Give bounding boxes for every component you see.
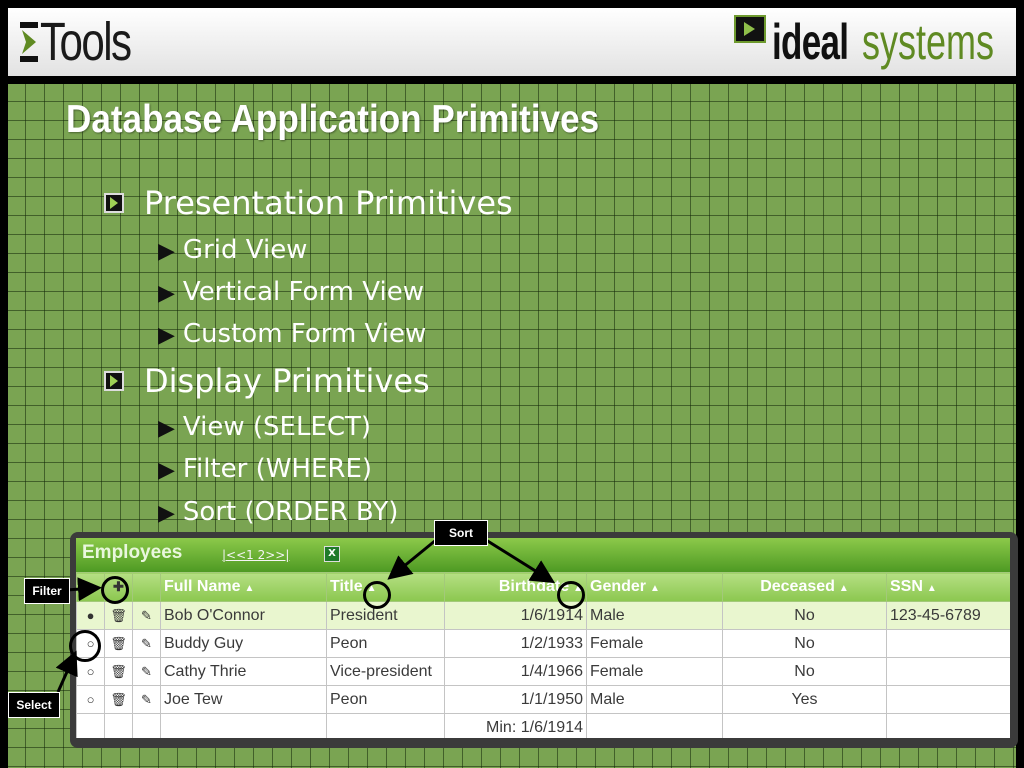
column-header-ssn[interactable]: SSN▲ (886, 572, 1010, 602)
bullet-view-select: ▶View (SELECT) (158, 412, 372, 442)
table-row[interactable]: ○ 🗑 ✎ Cathy Thrie Vice-president 1/4/196… (76, 657, 1010, 686)
column-header-deceased[interactable]: Deceased▲ (722, 572, 887, 602)
grid-title: Employees (82, 542, 183, 563)
table-row[interactable]: ● 🗑 ✎ Bob O'Connor President 1/6/1914 Ma… (76, 601, 1010, 630)
edit-pencil-icon[interactable]: ✎ (132, 629, 161, 658)
triangle-bullet-icon: ▶ (158, 416, 175, 441)
employees-table: ▼ ✚ Full Name▲ Title▲ Birthdate▲ Gender▲… (76, 572, 1010, 738)
cell-deceased: Yes (722, 685, 887, 714)
cell-full-name: Joe Tew (160, 685, 327, 714)
table-header-row: ▼ ✚ Full Name▲ Title▲ Birthdate▲ Gender▲… (76, 572, 1010, 602)
edit-pencil-icon[interactable]: ✎ (132, 657, 161, 686)
sort-asc-icon[interactable]: ▲ (926, 583, 937, 594)
cell-gender: Female (586, 629, 723, 658)
systems-logo-text: systems (862, 14, 995, 70)
table-footer-row: Min: 1/6/1914 (76, 713, 1010, 738)
cell-ssn (886, 629, 1010, 658)
delete-trash-icon[interactable]: 🗑 (104, 657, 133, 686)
cell-gender: Female (586, 657, 723, 686)
cell-gender: Male (586, 601, 723, 630)
triangle-bullet-icon: ▶ (158, 458, 175, 483)
sort-asc-icon[interactable]: ▲ (244, 583, 255, 594)
triangle-bullet-icon: ▶ (158, 239, 175, 264)
table-row[interactable]: ○ 🗑 ✎ Joe Tew Peon 1/1/1950 Male Yes (76, 685, 1010, 714)
cell-birthdate: 1/1/1950 (444, 685, 587, 714)
excel-export-icon[interactable]: X (324, 546, 340, 562)
cell-title: Vice-president (326, 657, 445, 686)
select-radio[interactable]: ● (76, 601, 105, 630)
slide-body: Database Application Primitives Presenta… (8, 84, 1018, 768)
cell-gender: Male (586, 685, 723, 714)
bullet-presentation-primitives: Presentation Primitives (104, 184, 513, 222)
cell-title: Peon (326, 629, 445, 658)
triangle-bullet-icon: ▶ (158, 323, 175, 348)
blank-column-header (132, 572, 161, 602)
delete-trash-icon[interactable]: 🗑 (104, 629, 133, 658)
cell-birthdate: 1/4/1966 (444, 657, 587, 686)
tools-logo-text: Tools (40, 12, 132, 72)
column-header-gender[interactable]: Gender▲ (586, 572, 723, 602)
edit-pencil-icon[interactable]: ✎ (132, 601, 161, 630)
cell-ssn: 123-45-6789 (886, 601, 1010, 630)
sort-callout: Sort (434, 520, 488, 546)
cell-title: Peon (326, 685, 445, 714)
employees-grid-frame: Employees |<<1 2>>| X ▼ ✚ Full Name▲ T (70, 532, 1018, 748)
bullet-box-icon (104, 193, 124, 213)
bullet-grid-view: ▶Grid View (158, 235, 308, 265)
cell-deceased: No (722, 601, 887, 630)
delete-trash-icon[interactable]: 🗑 (104, 601, 133, 630)
cell-full-name: Cathy Thrie (160, 657, 327, 686)
title-sort-highlight-circle (363, 581, 391, 609)
triangle-bullet-icon: ▶ (158, 501, 175, 526)
triangle-bullet-icon: ▶ (158, 281, 175, 306)
filter-callout: Filter (24, 578, 70, 604)
slide-header: Tools ideal systems (8, 8, 1016, 76)
cell-full-name: Bob O'Connor (160, 601, 327, 630)
table-row[interactable]: ○ 🗑 ✎ Buddy Guy Peon 1/2/1933 Female No (76, 629, 1010, 658)
column-header-full-name[interactable]: Full Name▲ (160, 572, 327, 602)
birthdate-sort-highlight-circle (557, 581, 585, 609)
bullet-box-icon (104, 371, 124, 391)
select-highlight-circle (69, 630, 101, 662)
select-callout: Select (8, 692, 60, 718)
tools-chevron-icon (20, 22, 38, 62)
filter-highlight-circle (101, 576, 129, 604)
bullet-sort-order-by: ▶Sort (ORDER BY) (158, 497, 399, 527)
sort-asc-icon[interactable]: ▲ (650, 583, 660, 594)
sort-asc-icon[interactable]: ▲ (838, 583, 849, 594)
bullet-vertical-form-view: ▶Vertical Form View (158, 277, 424, 307)
bullet-filter-where: ▶Filter (WHERE) (158, 454, 373, 484)
cell-ssn (886, 657, 1010, 686)
delete-trash-icon[interactable]: 🗑 (104, 685, 133, 714)
tools-logo: Tools (20, 14, 156, 70)
footer-birthdate-min: Min: 1/6/1914 (444, 713, 587, 738)
ideal-systems-logo: ideal systems (734, 12, 1006, 72)
bullet-display-primitives: Display Primitives (104, 362, 430, 400)
page-title: Database Application Primitives (66, 98, 600, 141)
play-box-icon (734, 15, 766, 43)
filter-funnel-icon[interactable]: ▼ (84, 579, 97, 595)
select-radio[interactable]: ○ (76, 685, 105, 714)
edit-pencil-icon[interactable]: ✎ (132, 685, 161, 714)
ideal-logo-text: ideal (772, 14, 849, 70)
select-radio[interactable]: ○ (76, 657, 105, 686)
cell-ssn (886, 685, 1010, 714)
employees-grid: Employees |<<1 2>>| X ▼ ✚ Full Name▲ T (76, 538, 1010, 738)
bullet-custom-form-view: ▶Custom Form View (158, 319, 427, 349)
grid-pager[interactable]: |<<1 2>>| (222, 548, 290, 562)
grid-title-bar: Employees |<<1 2>>| X (76, 538, 1010, 572)
cell-birthdate: 1/2/1933 (444, 629, 587, 658)
cell-deceased: No (722, 657, 887, 686)
cell-full-name: Buddy Guy (160, 629, 327, 658)
cell-deceased: No (722, 629, 887, 658)
